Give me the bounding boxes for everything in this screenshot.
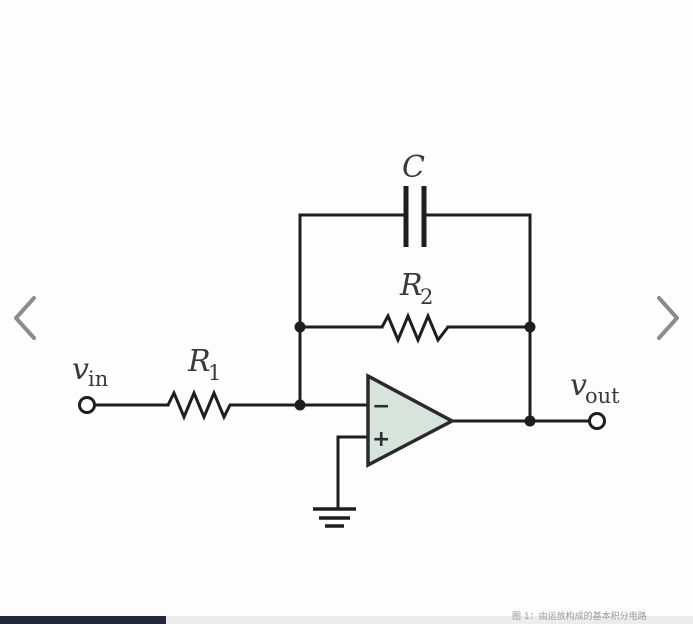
wire-to-ground — [336, 435, 370, 510]
figure-caption: 图 1：由运放构成的基本积分电路 — [512, 612, 647, 622]
vin-label: v — [72, 352, 89, 387]
r1-label: R — [187, 344, 211, 379]
wires — [93, 213, 591, 510]
previous-image-button[interactable] — [8, 292, 42, 344]
junction-dots — [294, 321, 536, 427]
ground-symbol — [313, 507, 356, 528]
input-terminal — [78, 396, 96, 414]
vout-label-subscript: out — [585, 384, 620, 408]
next-image-button[interactable] — [651, 292, 685, 344]
chevron-right-icon — [657, 296, 679, 340]
op-amp-plus-sign: + — [372, 427, 390, 452]
r2-label: R — [399, 268, 423, 303]
resistor-r1 — [166, 389, 240, 421]
vout-label: v — [570, 368, 587, 403]
op-amp — [366, 373, 456, 468]
junction-dot — [294, 399, 306, 411]
output-terminal — [588, 412, 606, 430]
junction-dot — [294, 321, 306, 333]
r1-label-subscript: 1 — [208, 361, 221, 385]
capacitor-c — [403, 186, 427, 247]
junction-dot — [524, 415, 536, 427]
wire-feedback-right — [422, 213, 532, 423]
bottom-caption-bar: 图 1：由运放构成的基本积分电路 — [0, 612, 693, 624]
junction-dot — [524, 321, 536, 333]
chevron-left-icon — [14, 296, 36, 340]
resistor-r2 — [380, 312, 450, 344]
op-amp-minus-sign: − — [372, 394, 390, 419]
wire-feedback-left — [298, 213, 408, 407]
r2-label-subscript: 2 — [420, 285, 433, 309]
vin-label-subscript: in — [88, 367, 108, 391]
bottom-dark-block — [0, 616, 166, 624]
capacitor-label: C — [402, 150, 425, 185]
